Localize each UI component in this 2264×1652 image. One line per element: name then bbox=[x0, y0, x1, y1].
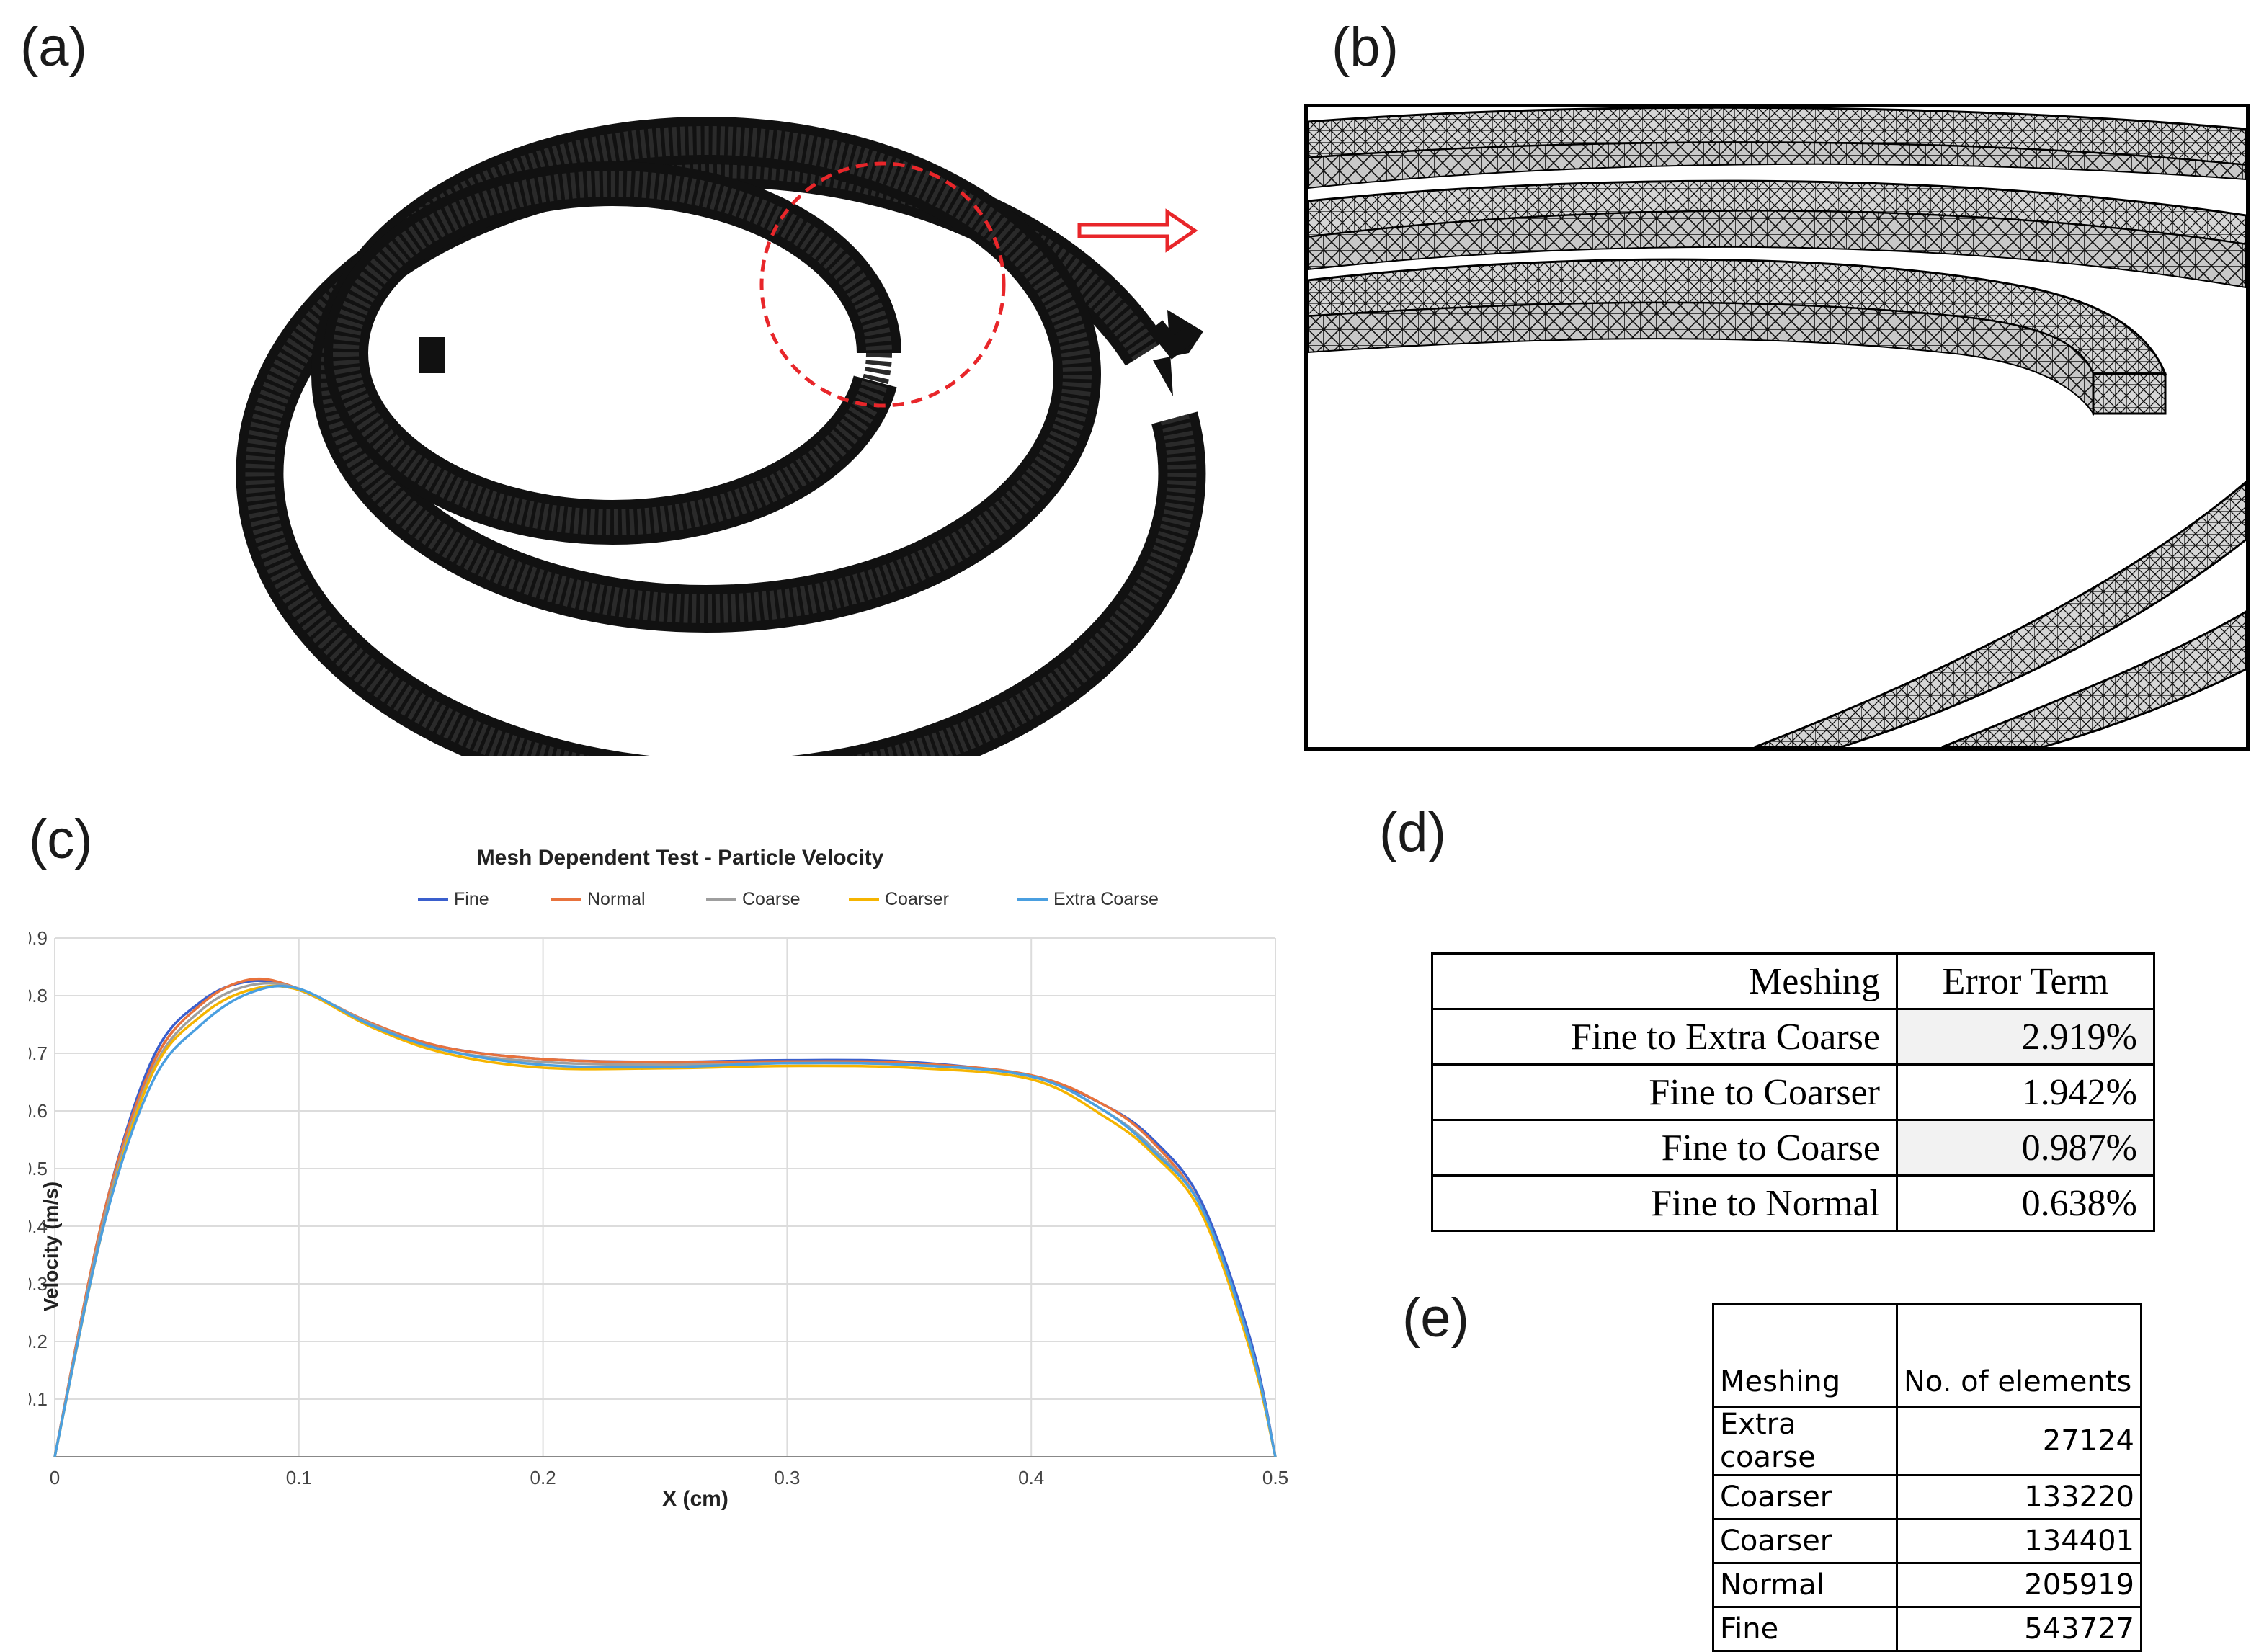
table-cell: 0.987% bbox=[1896, 1119, 2155, 1177]
error-term-table: Meshing Error Term Fine to Extra Coarse … bbox=[1431, 952, 2155, 1232]
table-cell: 543727 bbox=[1896, 1606, 2142, 1652]
table-row: Coarser 134401 bbox=[1712, 1518, 2142, 1564]
y-tick-label: 0.8 bbox=[29, 985, 48, 1006]
y-tick-label: 0.3 bbox=[29, 1273, 48, 1295]
x-axis-label: X (cm) bbox=[662, 1487, 728, 1511]
x-tick-label: 0.1 bbox=[286, 1467, 312, 1488]
table-cell: 1.942% bbox=[1896, 1063, 2155, 1121]
spiral-mesh-figure bbox=[236, 117, 1206, 756]
table-header-cell: Error Term bbox=[1896, 952, 2155, 1010]
legend-label: Extra Coarse bbox=[1053, 889, 1159, 909]
panel-label-c: (c) bbox=[29, 809, 93, 870]
panel-label-e: (e) bbox=[1402, 1287, 1469, 1349]
legend-label: Fine bbox=[454, 889, 489, 909]
legend-label: Coarser bbox=[885, 889, 949, 909]
mesh-zoom-view bbox=[1308, 107, 2246, 747]
series-line-coarse bbox=[53, 981, 1277, 1457]
table-cell: Fine to Coarse bbox=[1431, 1119, 1898, 1177]
y-tick-label: 0.7 bbox=[29, 1042, 48, 1064]
chart-grid bbox=[54, 937, 1276, 1457]
table-cell: 2.919% bbox=[1896, 1008, 2155, 1066]
zoom-highlight-circle bbox=[759, 161, 1006, 408]
table-header-row: Meshing Error Term bbox=[1431, 952, 2155, 1010]
velocity-chart: Mesh Dependent Test - Particle Velocity … bbox=[29, 829, 1297, 1549]
table-row: Fine to Normal 0.638% bbox=[1431, 1174, 2155, 1232]
x-tick-label: 0.3 bbox=[774, 1467, 800, 1488]
series-line-extra-coarse bbox=[53, 984, 1277, 1457]
table-cell: 134401 bbox=[1896, 1518, 2142, 1564]
table-cell: Fine to Normal bbox=[1431, 1174, 1898, 1232]
mesh-channel-end-cap bbox=[2092, 372, 2167, 415]
mesh-channel-band-4 bbox=[1754, 481, 2246, 747]
table-row: Fine to Extra Coarse 2.919% bbox=[1431, 1008, 2155, 1066]
y-tick-label: 0.1 bbox=[29, 1388, 48, 1410]
series-line-normal bbox=[53, 977, 1277, 1457]
series-line-coarser bbox=[53, 984, 1277, 1457]
y-tick-label: 0.9 bbox=[29, 927, 48, 949]
table-row: Fine to Coarser 1.942% bbox=[1431, 1063, 2155, 1121]
element-count-table: Meshing No. of elements Extra coarse 271… bbox=[1712, 1303, 2142, 1652]
panel-label-d: (d) bbox=[1379, 802, 1446, 863]
chart-title: Mesh Dependent Test - Particle Velocity bbox=[477, 846, 884, 870]
table-cell: 205919 bbox=[1896, 1562, 2142, 1608]
table-cell: Coarser bbox=[1712, 1474, 1898, 1520]
table-row: Coarser 133220 bbox=[1712, 1474, 2142, 1520]
panel-label-b: (b) bbox=[1332, 17, 1399, 78]
mesh-channel-band-5 bbox=[1941, 610, 2246, 747]
table-row: Normal 205919 bbox=[1712, 1562, 2142, 1608]
y-axis-label: Velocity (m/s) bbox=[40, 1182, 62, 1312]
velocity-chart-svg: Mesh Dependent Test - Particle Velocity … bbox=[29, 846, 1288, 1511]
table-cell: Extra coarse bbox=[1712, 1406, 1898, 1476]
table-cell: 133220 bbox=[1896, 1474, 2142, 1520]
table-cell: Fine bbox=[1712, 1606, 1898, 1652]
x-tick-label: 0.5 bbox=[1262, 1467, 1288, 1488]
table-header-cell: Meshing bbox=[1431, 952, 1898, 1010]
table-cell: Normal bbox=[1712, 1562, 1898, 1608]
legend-label: Normal bbox=[587, 889, 646, 909]
x-tick-label: 0.4 bbox=[1018, 1467, 1044, 1488]
mesh-zoom-panel bbox=[1304, 104, 2250, 751]
series-line-fine bbox=[53, 979, 1277, 1457]
legend-label: Coarse bbox=[742, 889, 801, 909]
spiral-mesh bbox=[236, 117, 1206, 756]
table-header-cell: Meshing bbox=[1712, 1303, 1898, 1408]
table-cell: Coarser bbox=[1712, 1518, 1898, 1564]
table-cell: Fine to Coarser bbox=[1431, 1063, 1898, 1121]
table-header-cell: No. of elements bbox=[1896, 1303, 2142, 1408]
table-row: Fine to Coarse 0.987% bbox=[1431, 1119, 2155, 1177]
spiral-inner-end bbox=[419, 337, 445, 373]
table-cell: 27124 bbox=[1896, 1406, 2142, 1476]
y-tick-label: 0.5 bbox=[29, 1158, 48, 1179]
table-header-row: Meshing No. of elements bbox=[1712, 1303, 2142, 1408]
x-tick-label: 0.2 bbox=[530, 1467, 556, 1488]
table-row: Fine 543727 bbox=[1712, 1606, 2142, 1652]
table-row: Extra coarse 27124 bbox=[1712, 1406, 2142, 1476]
chart-legend: Fine Normal Coarse Coarser Extra Coarse bbox=[418, 889, 1159, 909]
table-cell: Fine to Extra Coarse bbox=[1431, 1008, 1898, 1066]
table-cell: 0.638% bbox=[1896, 1174, 2155, 1232]
y-tick-label: 0.2 bbox=[29, 1331, 48, 1352]
x-tick-label: 0 bbox=[50, 1467, 60, 1488]
zoom-arrow-icon bbox=[1077, 208, 1198, 253]
chart-axes: 0.1 0.2 0.3 0.4 0.5 0.6 0.7 0.8 0.9 0 0.1 0.2 0.3 0.4… bbox=[29, 927, 1288, 1488]
y-tick-label: 0.6 bbox=[29, 1100, 48, 1122]
panel-label-a: (a) bbox=[20, 17, 87, 78]
y-tick-label: 0.4 bbox=[29, 1215, 48, 1237]
chart-series bbox=[53, 977, 1277, 1457]
